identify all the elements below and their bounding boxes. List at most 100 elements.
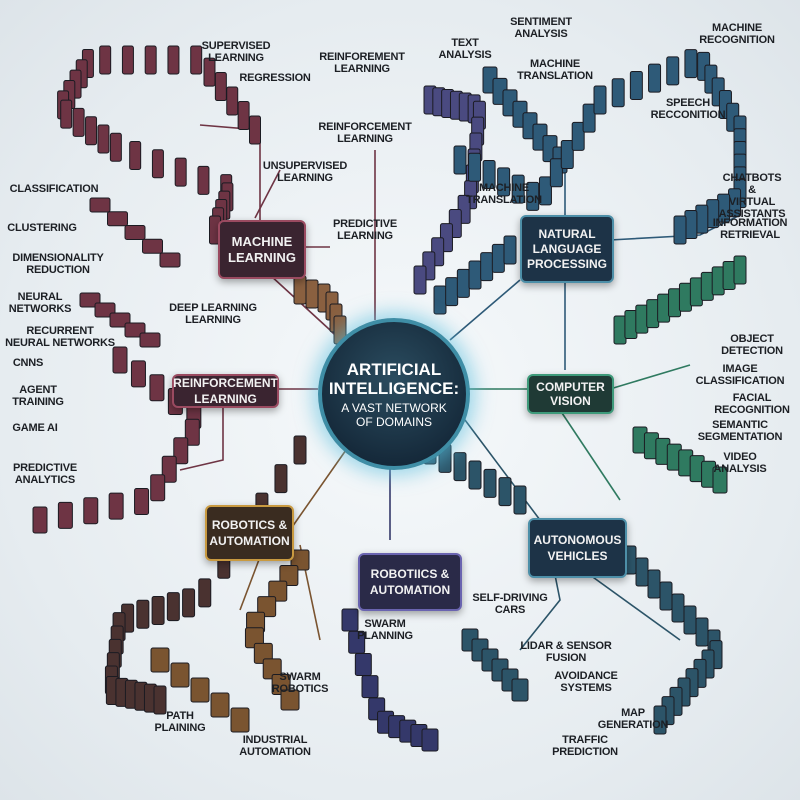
domino (174, 157, 187, 187)
domino (130, 360, 146, 388)
domino (166, 592, 180, 622)
domino (198, 578, 212, 608)
domino (153, 685, 167, 715)
label-swarm-planning: Swarm Planning (357, 618, 413, 642)
domino (134, 488, 150, 516)
domino (453, 452, 467, 482)
label-map-generation: Map Generation (597, 707, 669, 731)
domino (491, 243, 505, 273)
domain-machine-learning: Machine Learning (218, 220, 306, 279)
label-chatbots: Chatbots & Virtual Assistants (718, 172, 786, 220)
domino (280, 689, 300, 711)
domino (149, 374, 165, 402)
domino (249, 115, 261, 145)
domino (32, 506, 48, 534)
domino (142, 238, 163, 254)
label-swarm-robotics: Swarm Robotics (271, 671, 329, 695)
label-recurrent-neural-networks: Recurrent Neural Networks (5, 325, 115, 349)
domino (108, 492, 124, 520)
domino (173, 437, 189, 465)
domino (161, 455, 177, 483)
domino (538, 176, 552, 206)
domino (695, 204, 709, 234)
domino (170, 662, 190, 688)
domino (653, 705, 667, 735)
label-semantic-segmentation: Semantic Segmentation (697, 419, 783, 443)
domino (197, 165, 210, 195)
domino (203, 57, 216, 87)
domino (210, 692, 230, 718)
domino (684, 49, 698, 79)
domino (151, 595, 165, 625)
domino (109, 132, 122, 162)
domino (646, 299, 660, 329)
central-ai-node: ARTIFICIAL INTELLIGENCE: A VAST NETWORK … (318, 318, 470, 470)
domino (361, 675, 379, 699)
domino (684, 210, 698, 240)
label-information-retrieval: Information Retrieval (712, 217, 788, 241)
domino (151, 149, 164, 179)
center-subtitle: A VAST NETWORK OF DOMAINS (341, 400, 447, 429)
label-neural-networks: Neural Networks (8, 291, 72, 315)
label-self-driving-cars: Self-Driving Cars (472, 592, 548, 616)
label-regression: Regression (239, 72, 311, 84)
domino (121, 45, 134, 75)
domino (341, 608, 359, 632)
label-cnns: CNNs (12, 357, 44, 369)
label-object-detection: Object Detection (721, 333, 783, 357)
domino (354, 652, 372, 676)
domino (671, 593, 685, 623)
domino (468, 260, 482, 290)
domain-robotics-automation: Robotics & Automation (205, 505, 294, 561)
domino (733, 255, 747, 285)
label-unsupervised-learning: Unsupervised Learning (262, 160, 348, 184)
domino (167, 45, 180, 75)
label-avoidance-systems: Avoidance Systems (554, 670, 618, 694)
domino (150, 474, 166, 502)
domino (571, 121, 585, 151)
domino (678, 282, 692, 312)
domino (184, 418, 200, 446)
connector-arrow (519, 574, 561, 651)
label-clustering: Clustering (7, 222, 77, 234)
domino (483, 468, 497, 498)
domino (582, 103, 596, 133)
label-predictive-analytics: Predictive Analytics (12, 462, 78, 486)
domino (237, 101, 250, 131)
domino (453, 145, 467, 175)
domino (274, 464, 288, 494)
domino (99, 45, 112, 75)
domino (136, 599, 150, 629)
connector-arrow (589, 574, 681, 641)
domino (293, 275, 307, 305)
domino (57, 501, 73, 529)
domino (305, 279, 319, 309)
label-machine-translation-top: Machine Translation (517, 58, 593, 82)
domino (112, 346, 128, 374)
domino (190, 677, 210, 703)
domino (257, 596, 277, 618)
label-supervised-learning: Supervised Learning (201, 40, 271, 64)
domino (468, 460, 482, 490)
domino (293, 435, 307, 465)
label-text-analysis: Text Analysis (438, 37, 492, 61)
domino (268, 580, 288, 602)
domino (150, 647, 170, 673)
domino (513, 485, 527, 515)
domino (214, 72, 227, 102)
domino (503, 235, 517, 265)
domino (456, 268, 470, 298)
domino (445, 277, 459, 307)
label-deep-learning: Deep Learning Learning (169, 302, 257, 326)
connector-arrow (239, 556, 261, 611)
domino (107, 211, 128, 227)
domino (182, 588, 196, 618)
label-machine-translation: Machine Translation (466, 182, 542, 206)
domino (144, 45, 157, 75)
domino (421, 728, 439, 752)
domino (635, 557, 649, 587)
domino-chains (32, 45, 747, 752)
label-industrial-automation: Industrial Automation (239, 734, 311, 758)
domino (433, 285, 447, 315)
